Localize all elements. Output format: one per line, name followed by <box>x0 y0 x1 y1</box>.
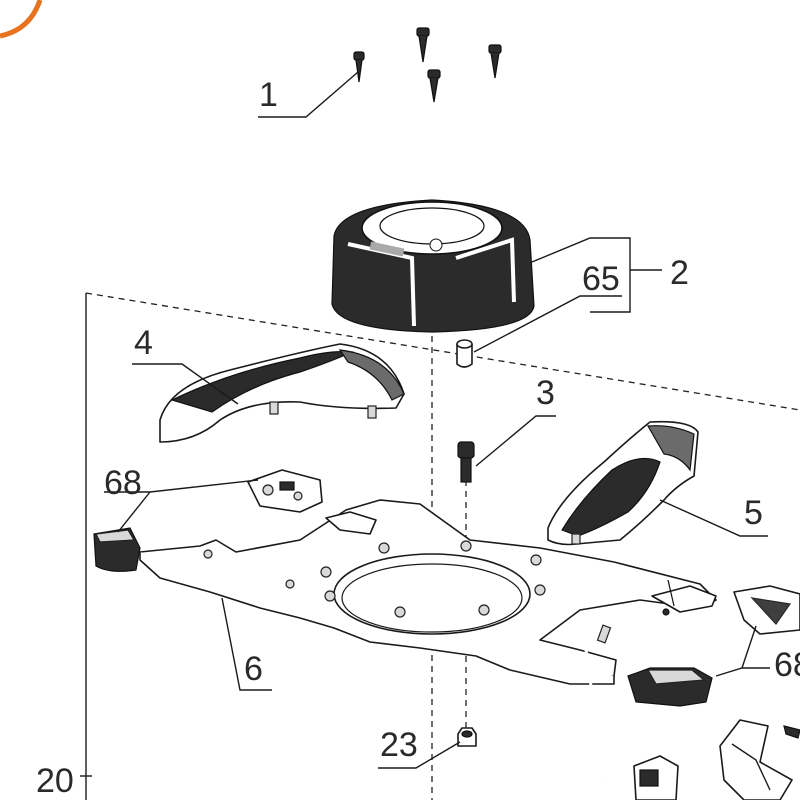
leader-line-23 <box>378 741 461 769</box>
rear-cover-part-5 <box>547 420 699 546</box>
callout-6: 6 <box>244 650 263 688</box>
assembly-frame-20 <box>80 292 800 800</box>
base-plate-part-6 <box>139 499 717 781</box>
switch-part <box>633 755 679 800</box>
screw-icon <box>488 44 502 79</box>
callout-20: 20 <box>36 762 74 800</box>
clip-part-68-right <box>733 585 800 635</box>
leader-line-3 <box>475 415 556 467</box>
leader-line-1 <box>258 71 359 118</box>
front-cover-part-4 <box>159 343 405 443</box>
leader-line-65 <box>473 295 622 353</box>
screw-icon <box>353 51 365 83</box>
leader-line-6 <box>221 597 272 691</box>
callout-23: 23 <box>380 726 418 764</box>
bracket-part <box>719 719 800 800</box>
clip-part-68-upper <box>247 469 323 513</box>
leader-line-68b-b <box>741 625 757 669</box>
callout-68-left: 68 <box>104 464 142 502</box>
callout-3: 3 <box>536 374 555 412</box>
callout-65: 65 <box>582 260 620 298</box>
leader-line-68b <box>715 667 770 677</box>
leader-line-2 <box>531 237 631 313</box>
cap-part-2 <box>331 199 535 333</box>
pad-part-68-left <box>93 527 141 572</box>
screw-icon <box>427 69 441 103</box>
corner-arc-mark <box>0 0 43 39</box>
callout-4: 4 <box>134 324 153 362</box>
callout-1: 1 <box>259 76 278 114</box>
callout-5: 5 <box>744 494 763 532</box>
nut-part-23 <box>457 727 477 747</box>
screws-part-1 <box>353 27 502 103</box>
leader-line-4 <box>132 363 239 405</box>
callout-68-right: 68 <box>774 646 800 684</box>
leader-line-68a-b <box>117 491 151 533</box>
bushing-part-65 <box>456 339 473 368</box>
bolt-part-3 <box>457 441 475 483</box>
pad-part-68-right <box>627 667 713 707</box>
leader-line-5 <box>659 499 768 537</box>
callout-2: 2 <box>670 254 689 292</box>
screw-icon <box>416 27 430 63</box>
